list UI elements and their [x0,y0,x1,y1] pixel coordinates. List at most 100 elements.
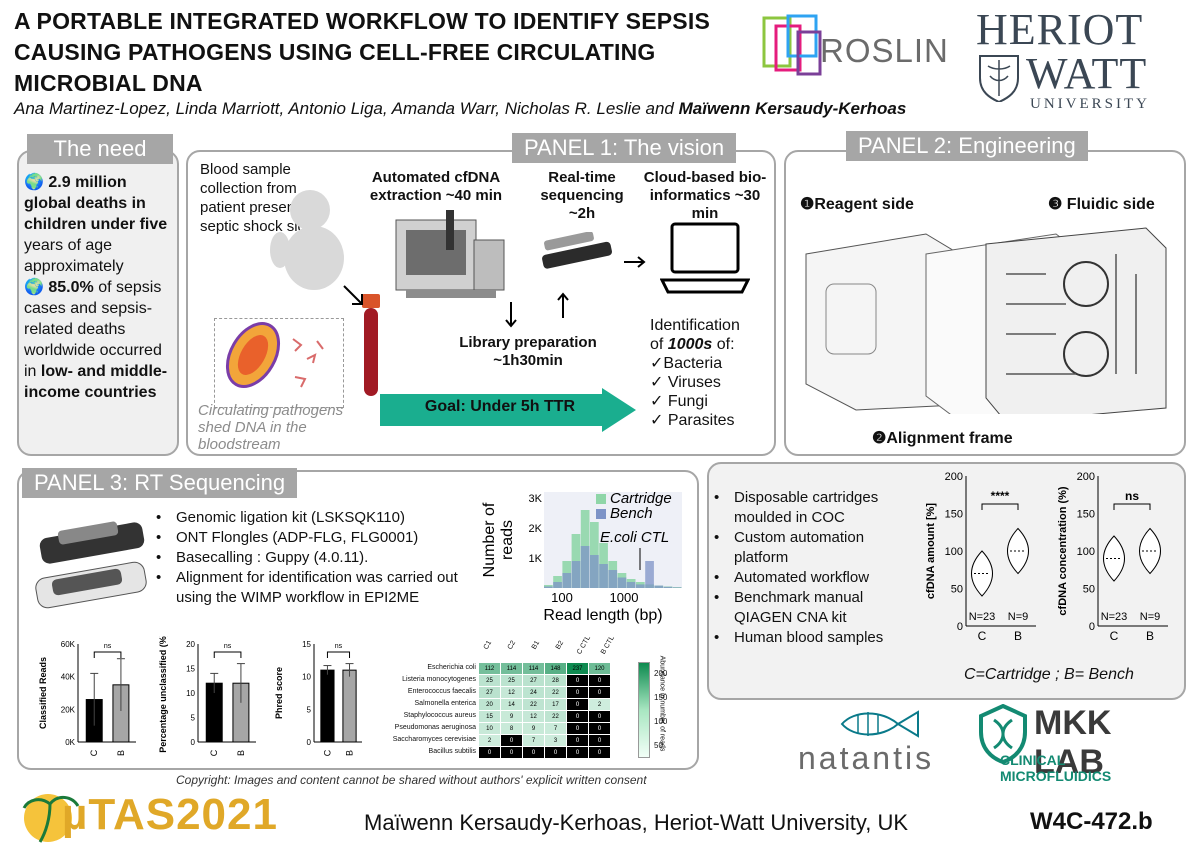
authors-regular: Ana Martinez-Lopez, Linda Marriott, Anto… [14,99,679,118]
y-axis-label: Phred score [274,667,284,719]
panel1-blood: Blood sample collection from patient pre… [200,161,322,235]
x-tick-label: C [978,629,987,643]
x-tick-label: B [345,750,355,756]
histogram-bar [590,555,599,588]
panel2-bullets: Disposable cartridges moulded in COC Cus… [712,488,912,648]
poster-title: A PORTABLE INTEGRATED WORKFLOW TO IDENTI… [14,8,710,96]
heatmap-row-label: Bacillus subtilis [428,748,476,755]
heatmap-cell: 12 [500,686,523,699]
significance-label: ns [104,643,112,650]
significance-label: ns [224,643,232,650]
heatmap-row-label: Listeria monocytogenes [402,676,476,683]
significance-label: ns [335,643,343,650]
panel1-extraction: Automated cfDNA extraction ~40 min [369,169,503,204]
roslin-logo-mark [762,14,822,76]
legend-label: Cartridge [610,490,672,507]
heatmap-cell: 0 [588,710,611,723]
n-label: N=23 [1101,611,1128,623]
y-tick-label: 20 [186,640,195,649]
significance-bracket [1113,503,1151,510]
panel1-cloud: Cloud-based bio-informatics ~30 min [643,169,767,222]
heatmap-cell: 22 [544,686,567,699]
heatmap-cell: 14 [500,698,523,711]
panel1-library: Library preparation ~1h30min [459,334,597,369]
panel1-circulating: Circulating pathogens shed DNA in the bl… [198,402,344,453]
histogram-bar [672,587,682,588]
heriot-watt-logo: HERIOT WATT UNIVERSITY [972,4,1182,114]
heatmap-cell: 0 [500,734,523,747]
natantis-wordmark: natantis [798,740,935,776]
panel2-reagent: ❶Reagent side [800,196,914,213]
x-tick-label: C [322,749,332,756]
histogram-bar [626,582,636,588]
histogram-bar [562,573,572,588]
heatmap-cell: 20 [478,698,501,711]
heatmap-cell: 8 [500,722,523,735]
need-stat2-bold2: low- and middle-income countries [24,363,168,401]
x-tick-label: B [1146,629,1154,643]
bullet-item: Benchmark manual QIAGEN CNA kit [712,588,912,628]
mkk-logo: MKK LAB CLINICAL MICROFLUIDICS [976,700,1176,784]
heatmap-cell: 0 [588,674,611,687]
y-axis-label: cfDNA concentration (%) [1057,486,1069,615]
heatmap-cell: 148 [544,662,567,675]
panel2-alignment: ❷Alignment frame [872,430,1013,447]
need-stat1-bold: 2.9 million global deaths in children un… [24,174,168,233]
bullet-item: Disposable cartridges moulded in COC [712,488,912,528]
legend-label: Bench [610,505,653,522]
y-tick-label: 15 [302,640,311,649]
y-tick-label: 15 [186,665,195,674]
panel3-bullets: Genomic ligation kit (LSKSQK110) ONT Flo… [154,508,474,608]
significance-bracket [981,503,1019,510]
heatmap-cell: 237 [566,662,589,675]
heatmap-cell: 0 [566,674,589,687]
y-tick-label: 5 [307,705,312,714]
extraction-machine-illustration [395,210,505,298]
poster-code: W4C-472.b [1030,808,1153,835]
heatmap-cell: 27 [522,674,545,687]
heatmap-cell: 24 [522,686,545,699]
heatmap-cell: 15 [478,710,501,723]
organism-item: ✓ Fungi [650,393,708,410]
heatmap-cell: 0 [500,746,523,759]
colorbar-tick: 50 [654,741,663,750]
panel2-title: PANEL 2: Engineering [846,131,1088,161]
heatmap-cell: 22 [544,710,567,723]
globe-icon: 🌍 [24,279,44,296]
y-tick-label: 10 [186,689,195,698]
heatmap-cell: 0 [544,746,567,759]
baby-illustration [270,190,344,290]
roslin-wordmark: ROSLIN [820,32,949,69]
y-axis-label: Number of [481,502,498,577]
pathogens-box [214,318,344,408]
heatmap-cell: 2 [478,734,501,747]
heatmap-cell: 114 [500,662,523,675]
hw-line1: HERIOT [976,5,1144,54]
organism-item: ✓Bacteria [650,355,723,372]
y-axis-label-line2: reads [499,520,516,560]
heatmap-row-label: Saccharomyces cerevisiae [392,736,476,743]
heatmap-row-label: Enterococcus faecalis [407,688,476,695]
histogram-bar [608,570,618,588]
significance-bracket [213,651,242,658]
x-tick-label: 1000 [610,590,639,605]
heatmap-cell: 22 [522,698,545,711]
bar [320,669,335,743]
heatmap-cell: 9 [522,722,545,735]
heatmap-cell: 12 [522,710,545,723]
ident-line2: of 1000s of: [650,335,740,354]
y-tick-label: 0K [65,738,75,747]
y-tick-label: 40K [61,673,76,682]
heatmap-cell: 0 [588,734,611,747]
laptop-icon [660,222,750,294]
histogram-bar [617,577,627,588]
heatmap-cell: 7 [522,734,545,747]
